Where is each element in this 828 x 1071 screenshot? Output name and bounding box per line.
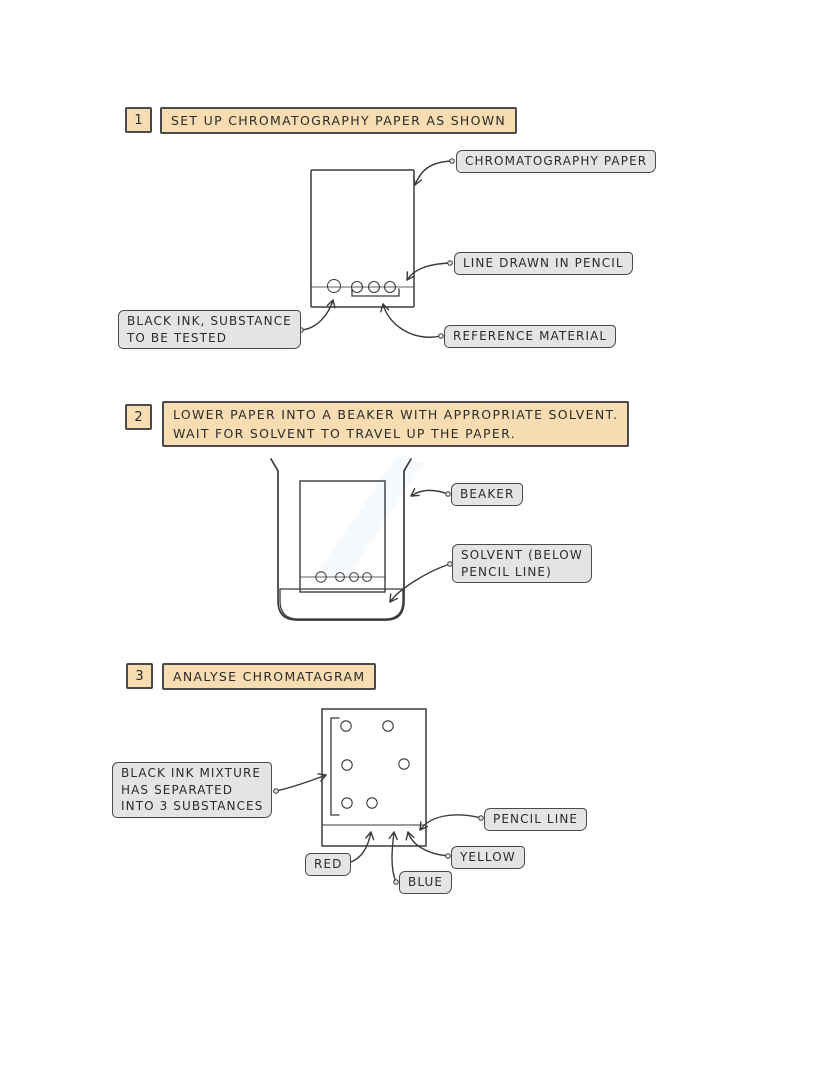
label-yellow-text: YELLOW — [460, 850, 516, 864]
label-red: RED — [305, 853, 352, 876]
reference-dot-yellow-step2 — [362, 572, 372, 582]
step3-title: ANALYSE CHROMATAGRAM — [173, 669, 366, 684]
label-beaker-text: BEAKER — [460, 487, 515, 501]
reference-dot-red-step2 — [335, 572, 345, 582]
label-reference-material-text: REFERENCE MATERIAL — [453, 329, 608, 343]
connector-dot — [447, 260, 453, 266]
connector-dot — [445, 491, 451, 497]
label-black-ink-line1: BLACK INK, SUBSTANCE — [127, 314, 292, 328]
glass-highlight — [318, 456, 424, 580]
arrow-beaker — [410, 488, 449, 497]
step2-title-box: LOWER PAPER INTO A BEAKER WITH APPROPRIA… — [162, 401, 630, 447]
arrow-chromatography-paper — [413, 160, 453, 186]
reference-dot-blue-step2 — [349, 572, 359, 582]
beaker-outline — [270, 458, 412, 621]
arrow-reference-material — [380, 303, 442, 338]
label-blue: BLUE — [399, 871, 453, 894]
separated-dot-yellow-ink — [341, 759, 353, 771]
label-mixture-line1: BLACK INK MIXTURE — [121, 766, 262, 780]
label-solvent-line1: SOLVENT (BELOW — [461, 548, 583, 562]
label-line-drawn-in-pencil-text: LINE DRAWN IN PENCIL — [463, 256, 624, 270]
connector-dot — [273, 788, 279, 794]
reference-dot-blue — [367, 280, 381, 294]
reference-dot-yellow — [383, 280, 397, 294]
paper-step1 — [310, 169, 415, 308]
label-pencil-line-text: PENCIL LINE — [493, 812, 579, 826]
connector-dot — [449, 158, 455, 164]
leader-arrows — [275, 160, 482, 883]
step1-number: 1 — [134, 112, 143, 128]
label-reference-material: REFERENCE MATERIAL — [444, 325, 617, 348]
arrow-black-ink-mixture — [275, 773, 327, 792]
solvent — [279, 588, 404, 620]
label-pencil-line: PENCIL LINE — [484, 808, 588, 831]
step3-number-box: 3 — [126, 663, 153, 689]
label-solvent: SOLVENT (BELOW PENCIL LINE) — [452, 544, 592, 583]
label-line-drawn-in-pencil: LINE DRAWN IN PENCIL — [454, 252, 633, 275]
step1-number-box: 1 — [125, 107, 152, 133]
label-black-ink-substance: BLACK INK, SUBSTANCE TO BE TESTED — [118, 310, 301, 349]
black-ink-dot-step2 — [315, 571, 327, 583]
arrow-solvent — [389, 563, 451, 603]
connector-dot — [393, 879, 399, 885]
reference-dot-red — [350, 280, 364, 294]
arrow-blue — [388, 831, 398, 883]
step2-diagram — [270, 456, 424, 621]
label-connector-dots — [273, 158, 484, 885]
label-solvent-line2: PENCIL LINE) — [461, 564, 552, 579]
label-black-ink-line2: TO BE TESTED — [127, 330, 228, 345]
separated-bracket — [330, 717, 340, 816]
step3-diagram — [321, 708, 427, 847]
step2-title-line2: WAIT FOR SOLVENT TO TRAVEL UP THE PAPER. — [173, 426, 516, 441]
separated-dot-blue-reference — [382, 720, 394, 732]
separated-dot-yellow-reference — [398, 758, 410, 770]
step3-title-box: ANALYSE CHROMATAGRAM — [162, 663, 377, 690]
black-ink-dot — [327, 279, 341, 293]
paper-step2 — [299, 480, 386, 593]
arrow-black-ink-substance — [300, 299, 336, 331]
connector-dot — [445, 853, 451, 859]
separated-dot-blue-ink — [340, 720, 352, 732]
step1-title-box: SET UP CHROMATOGRAPHY PAPER AS SHOWN — [160, 107, 518, 134]
label-mixture-line3: INTO 3 SUBSTANCES — [121, 799, 264, 813]
arrow-red — [347, 831, 375, 864]
arrow-pencil-line — [419, 814, 482, 831]
label-yellow: YELLOW — [451, 846, 525, 869]
connector-dot — [438, 333, 444, 339]
arrow-yellow — [405, 831, 449, 857]
step2-number-box: 2 — [125, 404, 152, 430]
label-blue-text: BLUE — [408, 875, 444, 889]
step1-diagram — [310, 169, 415, 308]
separated-dot-red-reference — [366, 797, 378, 809]
step3-number: 3 — [135, 668, 144, 684]
label-black-ink-mixture: BLACK INK MIXTURE HAS SEPARATED INTO 3 S… — [112, 762, 273, 818]
arrow-line-drawn-in-pencil — [406, 262, 451, 281]
label-red-text: RED — [314, 857, 343, 871]
reference-bracket-step1 — [351, 288, 400, 297]
step1-title: SET UP CHROMATOGRAPHY PAPER AS SHOWN — [171, 113, 507, 128]
step2-title-line1: LOWER PAPER INTO A BEAKER WITH APPROPRIA… — [173, 407, 619, 422]
connector-dot — [478, 815, 484, 821]
label-beaker: BEAKER — [451, 483, 524, 506]
step2-number: 2 — [134, 409, 143, 425]
label-chromatography-paper: CHROMATOGRAPHY PAPER — [456, 150, 657, 173]
label-chromatography-paper-text: CHROMATOGRAPHY PAPER — [465, 154, 648, 168]
separated-dot-red-ink — [341, 797, 353, 809]
label-mixture-line2: HAS SEPARATED — [121, 782, 234, 797]
